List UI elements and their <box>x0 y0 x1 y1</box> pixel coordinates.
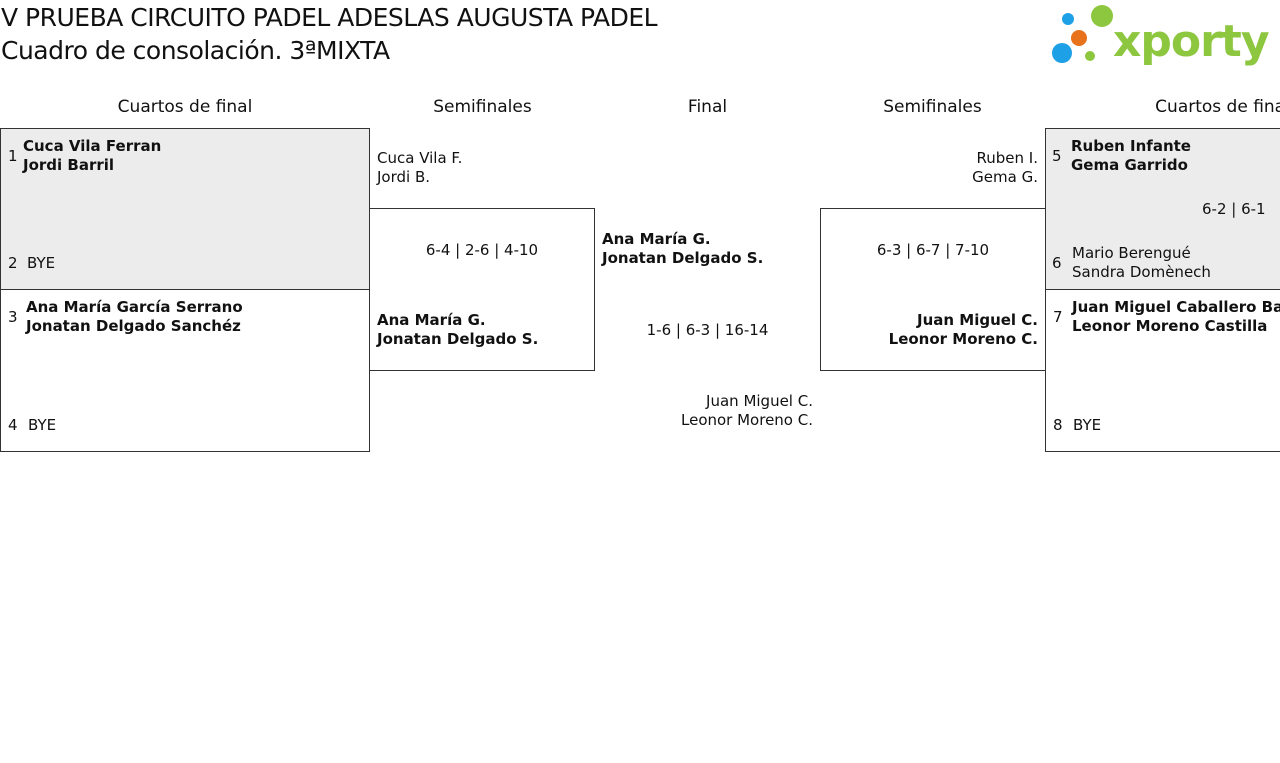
round-header-right-semifinals: Semifinales <box>883 97 982 117</box>
final-pair-b-player-2: Leonor Moreno C. <box>681 411 813 429</box>
final-score: 1-6 | 6-3 | 16-14 <box>646 321 769 339</box>
round-header-left-quarterfinals: Cuartos de final <box>117 97 253 117</box>
player-name: Ana María García Serrano <box>26 298 243 316</box>
right-quarterfinal-match-2[interactable]: 7 Juan Miguel Caballero Ballester Leonor… <box>1045 289 1280 452</box>
seed-number: 6 <box>1052 254 1062 272</box>
player-name: Juan Miguel Caballero Ballester <box>1072 298 1280 316</box>
left-semifinal-match[interactable]: 6-4 | 2-6 | 4-10 Ana María G. Jonatan De… <box>369 208 595 371</box>
xporty-logo-icon: xporty <box>1052 5 1270 67</box>
tournament-title: V PRUEBA CIRCUITO PADEL ADESLAS AUGUSTA … <box>1 3 658 32</box>
seed-number: 4 <box>8 416 18 434</box>
match-score: 6-2 | 6-1 <box>1202 200 1266 218</box>
player-name: Juan Miguel C. <box>916 311 1038 329</box>
seed-number: 3 <box>8 308 18 326</box>
player-name: Ana María G. <box>377 311 486 329</box>
logo-wordmark: xporty <box>1113 16 1269 66</box>
player-name: Cuca Vila Ferran <box>23 137 162 155</box>
player-name: Ruben Infante <box>1071 137 1191 155</box>
player-name: BYE <box>1073 416 1102 434</box>
player-name: Jordi Barril <box>23 156 115 174</box>
final-pair-b-player-1: Juan Miguel C. <box>706 392 813 410</box>
right-semifinal-match[interactable]: 6-3 | 6-7 | 7-10 Juan Miguel C. Leonor M… <box>820 208 1046 371</box>
seed-number: 5 <box>1052 147 1062 165</box>
round-header-left-semifinals: Semifinales <box>433 97 532 117</box>
player-name: Gema Garrido <box>1071 156 1188 174</box>
player-name: Jonatan Delgado S. <box>377 330 539 348</box>
left-quarterfinal-match-2[interactable]: 3 Ana María García Serrano Jonatan Delga… <box>0 289 370 452</box>
player-name: Jonatan Delgado Sanchéz <box>26 317 241 335</box>
player-name: BYE <box>28 416 57 434</box>
seed-number: 2 <box>8 254 18 272</box>
right-sf-pair-a-player-2: Gema G. <box>972 168 1038 186</box>
seed-number: 8 <box>1053 416 1063 434</box>
left-sf-pair-a-player-2: Jordi B. <box>377 168 431 186</box>
player-name: Sandra Domènech <box>1072 263 1211 281</box>
player-name: Leonor Moreno C. <box>888 330 1038 348</box>
right-quarterfinal-match-1[interactable]: 5 Ruben Infante Gema Garrido 6-2 | 6-1 6… <box>1045 128 1280 290</box>
final-pair-a-player-1: Ana María G. <box>602 230 711 248</box>
bracket-subtitle: Cuadro de consolación. 3ªMIXTA <box>1 36 390 65</box>
right-sf-pair-a-player-1: Ruben I. <box>976 149 1038 167</box>
round-header-right-quarterfinals: Cuartos de final <box>1155 97 1280 117</box>
player-name: BYE <box>27 254 56 272</box>
xporty-logo[interactable]: xporty <box>1050 4 1278 67</box>
left-sf-pair-a-player-1: Cuca Vila F. <box>377 149 463 167</box>
match-score: 6-3 | 6-7 | 7-10 <box>876 241 990 259</box>
seed-number: 7 <box>1053 308 1063 326</box>
final-pair-a-player-2: Jonatan Delgado S. <box>602 249 764 267</box>
player-name: Leonor Moreno Castilla <box>1072 317 1268 335</box>
round-header-final: Final <box>687 97 728 117</box>
left-quarterfinal-match-1[interactable]: 1 Cuca Vila Ferran Jordi Barril 2 BYE <box>0 128 370 290</box>
seed-number: 1 <box>8 147 18 165</box>
player-name: Mario Berengué <box>1072 244 1191 262</box>
match-score: 6-4 | 2-6 | 4-10 <box>425 241 539 259</box>
